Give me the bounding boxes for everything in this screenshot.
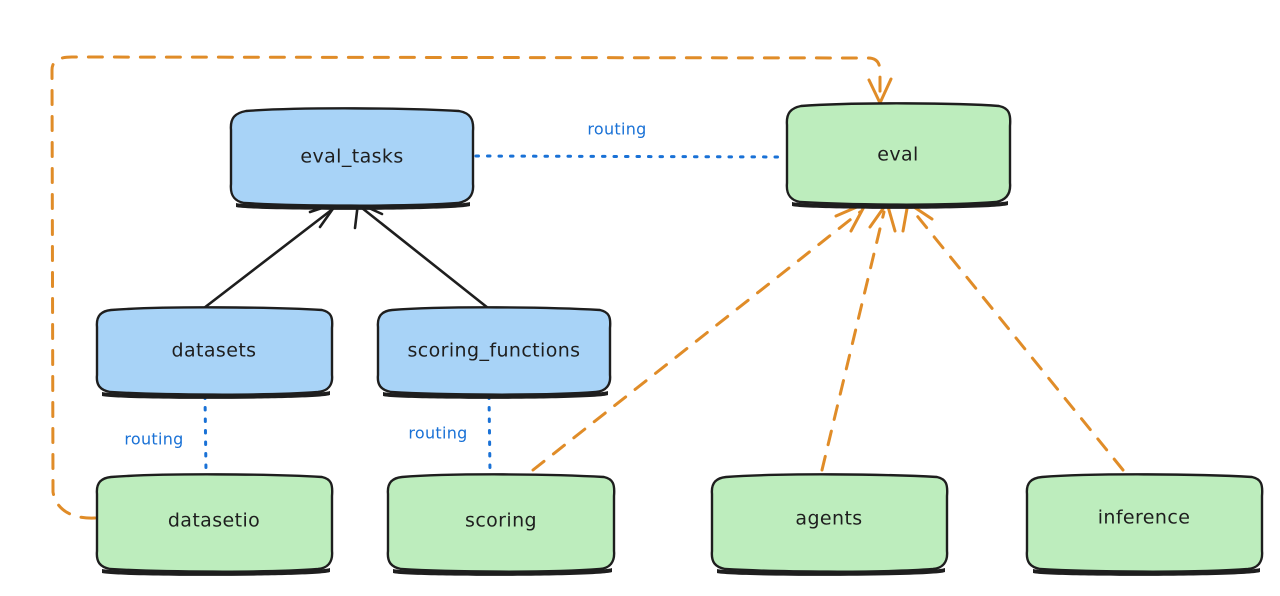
node-label-datasets: datasets [172,340,257,362]
node-eval-tasks[interactable]: eval_tasks [229,107,475,210]
node-datasetio[interactable]: datasetio [95,473,334,576]
node-eval[interactable]: eval [785,102,1012,209]
node-label-datasetio: datasetio [168,510,260,532]
edge-inference-to-eval [901,201,1125,472]
node-label-inference: inference [1098,507,1191,529]
edge-scoring-functions-to-eval-tasks [353,201,490,310]
node-label-eval-tasks: eval_tasks [300,146,403,168]
node-agents[interactable]: agents [710,473,949,576]
node-label-scoring: scoring [465,510,537,532]
edge-label-routing-datasets: routing [124,430,183,449]
node-label-scoring-functions: scoring_functions [408,340,581,362]
node-datasets[interactable]: datasets [95,306,334,399]
node-scoring-functions[interactable]: scoring_functions [376,306,612,399]
edge-agents-to-eval [820,201,897,472]
edge-eval-tasks-to-eval [474,154,786,159]
node-label-agents: agents [795,508,862,530]
edge-datasets-to-eval-tasks [202,201,339,310]
node-label-eval: eval [877,144,918,166]
node-inference[interactable]: inference [1025,473,1264,576]
node-scoring[interactable]: scoring [386,473,616,576]
edge-datasets-to-datasetio [203,394,208,474]
edge-scoring-functions-to-scoring [487,394,492,474]
edge-label-routing-scoring-functions: routing [408,424,467,443]
edge-label-routing-eval-tasks: routing [587,120,646,139]
